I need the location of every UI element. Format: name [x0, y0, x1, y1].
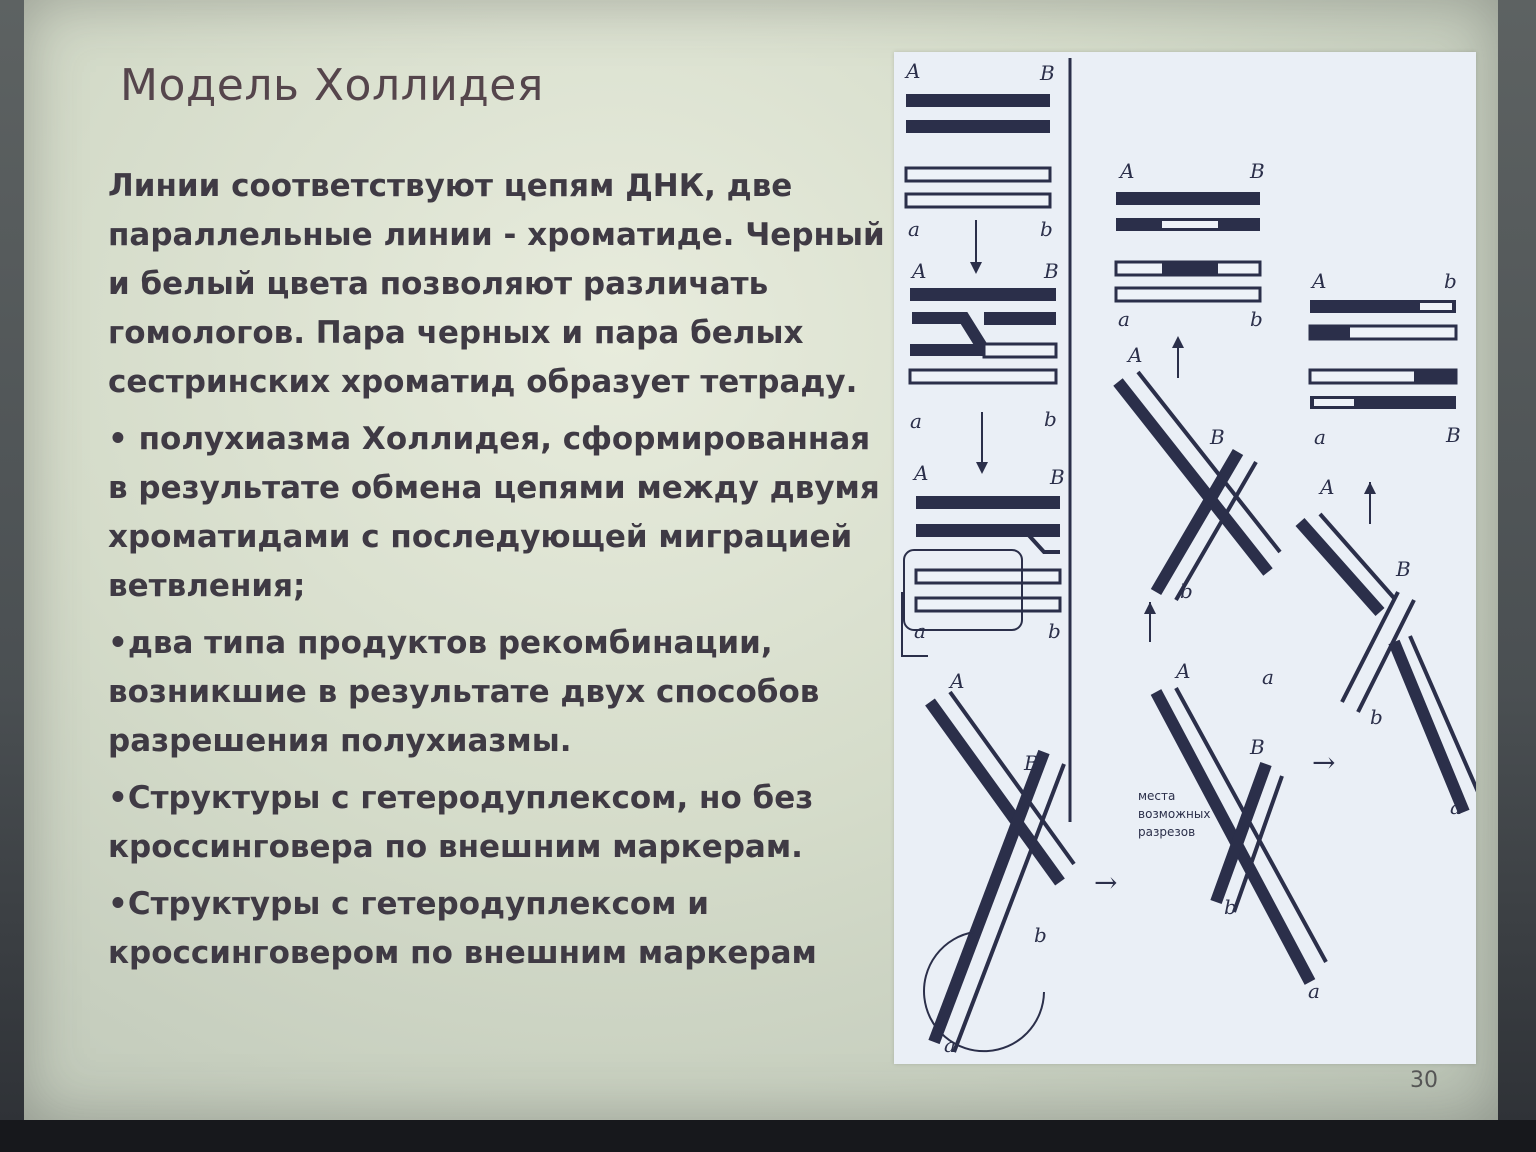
paragraph-intro: Линии соответствуют цепям ДНК, две парал… — [108, 168, 885, 400]
strand-dark — [916, 496, 1060, 509]
bullet-no-crossover: •Структуры с гетеродуплексом, но без кро… — [108, 780, 814, 865]
label-b: b — [1370, 705, 1383, 729]
label-A: A — [1126, 343, 1142, 367]
cut-site-label: возможных — [1138, 807, 1210, 821]
chi-structure-3: A B b a a места возможных разрезов — [1138, 602, 1328, 1003]
label-B: B — [1039, 61, 1055, 85]
slide-body: Линии соответствуют цепям ДНК, две парал… — [108, 162, 888, 986]
strand-light — [914, 568, 1062, 585]
label-a: a — [1262, 665, 1274, 689]
label-a: a — [1450, 795, 1462, 819]
bullet-half-chiasma: • полухиазма Холлидея, сформированная в … — [108, 421, 880, 604]
label-a: a — [908, 217, 920, 241]
highlight-box — [903, 549, 1023, 631]
strand-light — [914, 596, 1062, 613]
heteroduplex — [1162, 221, 1218, 228]
chi-structure-1: A B b a — [923, 669, 1076, 1057]
label-B: B — [1043, 259, 1059, 283]
strand-dark — [906, 94, 1050, 107]
strand-dark — [910, 288, 1056, 301]
label-b: b — [1034, 923, 1047, 947]
bullet-crossover: •Структуры с гетеродуплексом и кроссинго… — [108, 886, 817, 971]
strand-dark-end — [1310, 326, 1350, 339]
label-A: A — [1318, 475, 1334, 499]
label-A: A — [1174, 659, 1190, 683]
cut-site-label: разрезов — [1138, 825, 1195, 839]
strand-light — [904, 166, 1052, 183]
label-b: b — [1048, 619, 1061, 643]
slide-number: 30 — [1410, 1068, 1438, 1093]
strand-dark — [1310, 300, 1456, 313]
label-a: a — [1118, 307, 1130, 331]
label-B: B — [1249, 159, 1265, 183]
holliday-diagram: A B a b A B — [894, 52, 1476, 1064]
slide-title: Модель Холлидея — [120, 60, 544, 111]
strand-exchange — [910, 312, 995, 356]
strand-exchange — [924, 528, 1060, 554]
label-B: B — [1209, 425, 1225, 449]
label-A: A — [948, 669, 964, 693]
bullet-two-products: •два типа продуктов рекомбинации, возник… — [108, 625, 820, 759]
diagram-svg: A B a b A B — [901, 58, 1476, 1057]
strand-light — [982, 342, 1058, 359]
strand-dark — [1116, 192, 1260, 205]
strand-light-end — [1420, 303, 1452, 310]
strand-light — [908, 368, 1058, 385]
strand-light — [904, 192, 1052, 209]
label-B: B — [1445, 423, 1461, 447]
label-a: a — [910, 409, 922, 433]
label-b: b — [1444, 269, 1457, 293]
label-b: b — [1180, 579, 1193, 603]
label-A: A — [910, 259, 926, 283]
label-A: A — [904, 59, 920, 83]
chi-structure-2: A B b — [1113, 336, 1282, 603]
slide: Модель Холлидея Линии соответствуют цепя… — [24, 0, 1498, 1120]
cut-site-label: места — [1138, 789, 1175, 803]
label-a: a — [1314, 425, 1326, 449]
label-B: B — [1249, 735, 1265, 759]
screen-bottom-edge — [0, 1120, 1536, 1152]
strand-dark — [984, 312, 1056, 325]
strand-light-end — [1314, 399, 1354, 406]
arrow-down-head — [976, 462, 988, 474]
label-A: A — [1310, 269, 1326, 293]
label-b: b — [1044, 407, 1057, 431]
arrow-right: → — [1312, 746, 1335, 779]
strand-dark — [906, 120, 1050, 133]
arrow-path — [901, 592, 928, 657]
arrow-down-head — [970, 262, 982, 274]
label-a: a — [914, 619, 926, 643]
label-A: A — [1118, 159, 1134, 183]
label-a: a — [1308, 979, 1320, 1003]
label-a: a — [944, 1033, 956, 1057]
chi-structure-4: A B b a — [1295, 475, 1476, 819]
label-b: b — [1224, 895, 1237, 919]
label-A: A — [912, 461, 928, 485]
strand-dark-end — [1414, 370, 1456, 383]
strand-light — [1114, 286, 1262, 303]
label-b: b — [1250, 307, 1263, 331]
arrow-right: → — [1094, 866, 1117, 899]
label-b: b — [1040, 217, 1053, 241]
heteroduplex — [1162, 262, 1218, 275]
label-B: B — [1395, 557, 1411, 581]
label-B: B — [1049, 465, 1065, 489]
